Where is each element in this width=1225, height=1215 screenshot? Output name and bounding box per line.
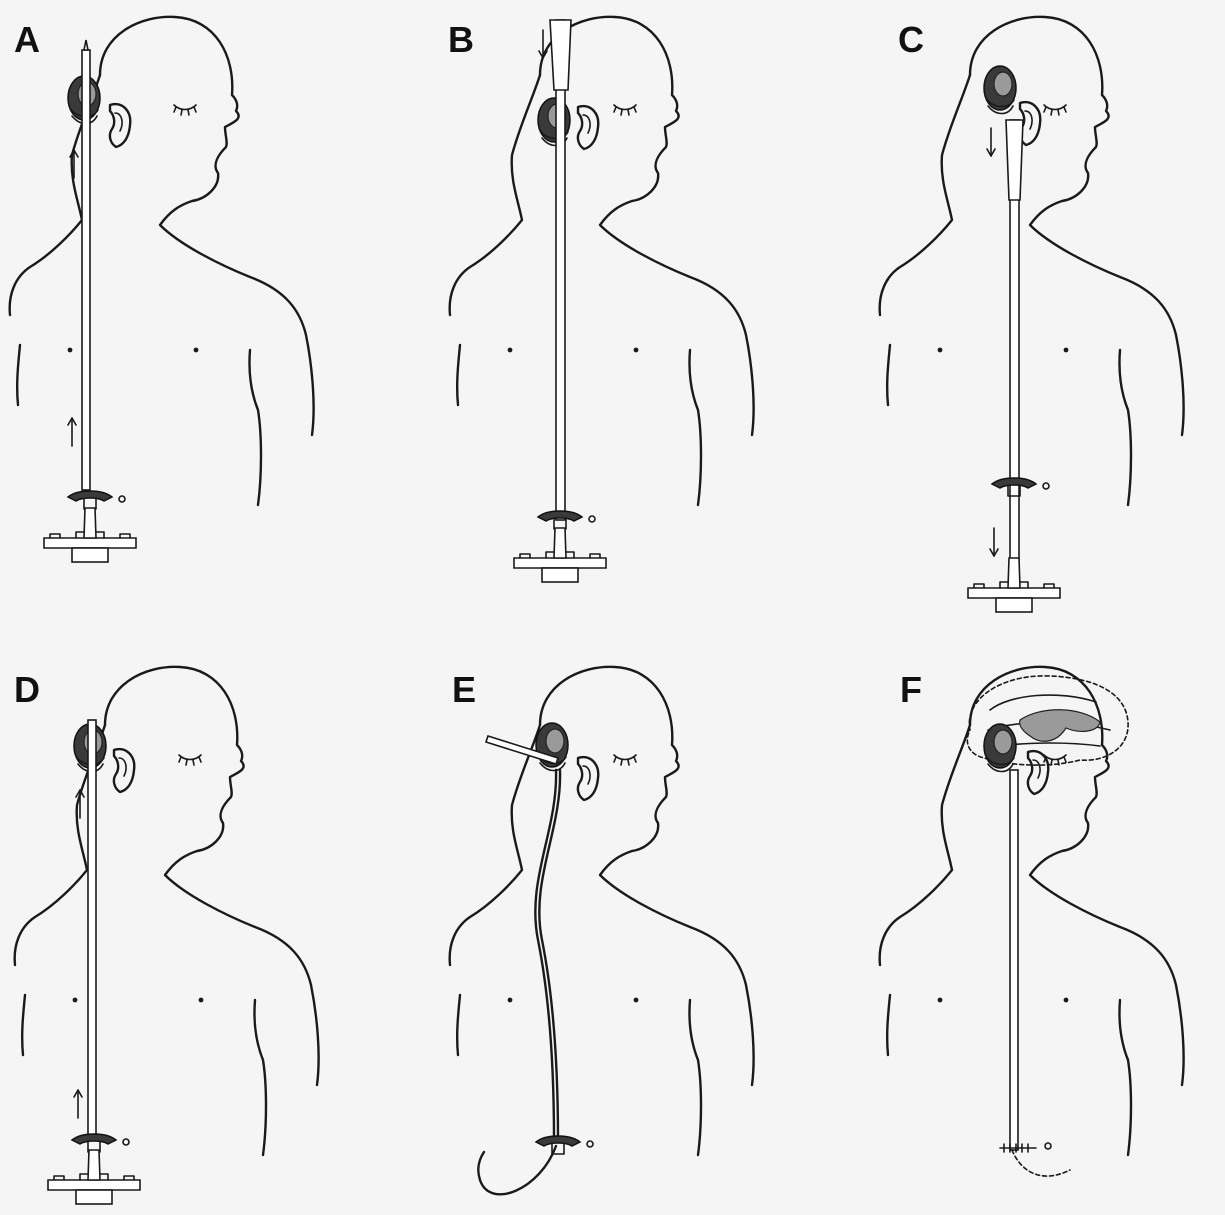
panel-label-a: A (14, 19, 40, 60)
panel-label-f: F (900, 669, 922, 710)
panel-label-e: E (452, 669, 476, 710)
panel-label-b: B (448, 19, 474, 60)
panel-label-d: D (14, 669, 40, 710)
panel-label-c: C (898, 19, 924, 60)
